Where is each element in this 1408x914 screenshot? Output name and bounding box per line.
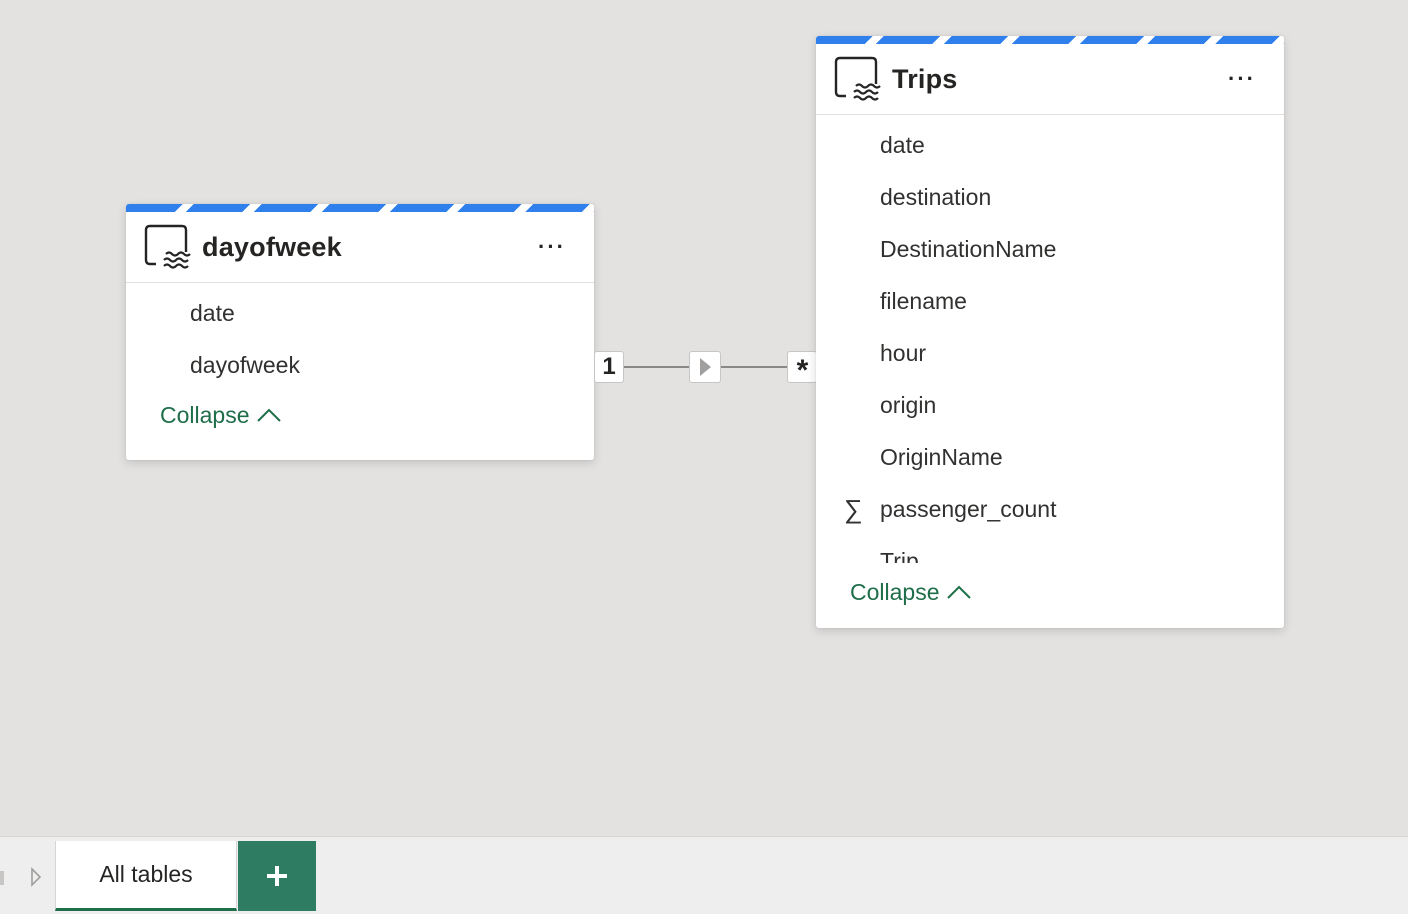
plus-icon bbox=[267, 866, 287, 886]
table-header[interactable]: Trips ··· bbox=[816, 44, 1284, 115]
field-name: DestinationName bbox=[880, 235, 1057, 262]
table-header[interactable]: dayofweek ··· bbox=[126, 212, 594, 283]
field-list: date dayofweek bbox=[126, 283, 594, 391]
lakehouse-table-icon bbox=[144, 224, 191, 269]
field-list[interactable]: date destination DestinationName filenam… bbox=[816, 115, 1284, 564]
field-name: Trip bbox=[880, 547, 919, 564]
table-card-trips[interactable]: Trips ··· date destination DestinationNa… bbox=[816, 36, 1284, 628]
tab-all-tables[interactable]: All tables bbox=[55, 841, 237, 911]
field-row[interactable]: ∑ passenger_count bbox=[816, 483, 1284, 535]
chevron-up-icon bbox=[946, 585, 971, 599]
table-card-dayofweek[interactable]: dayofweek ··· date dayofweek Collapse bbox=[126, 204, 594, 460]
lakehouse-table-icon bbox=[834, 56, 881, 101]
scroll-right-icon[interactable] bbox=[30, 867, 42, 887]
collapse-label: Collapse bbox=[850, 578, 940, 605]
field-row[interactable]: origin bbox=[816, 379, 1284, 431]
layout-tab-bar: All tables bbox=[0, 836, 1408, 914]
right-arrow-icon bbox=[700, 358, 711, 376]
collapse-button[interactable]: Collapse bbox=[126, 391, 594, 435]
tab-label: All tables bbox=[99, 861, 193, 887]
cardinality-one-label: 1 bbox=[602, 353, 616, 380]
field-name: dayofweek bbox=[190, 351, 300, 378]
field-row[interactable]: filename bbox=[816, 275, 1284, 327]
add-layout-button[interactable] bbox=[238, 841, 316, 911]
table-title: Trips bbox=[892, 63, 958, 94]
field-name: filename bbox=[880, 287, 967, 314]
field-row[interactable]: hour bbox=[816, 327, 1284, 379]
table-header-stripe bbox=[126, 204, 594, 212]
filter-direction-arrow[interactable] bbox=[689, 351, 721, 383]
field-name: origin bbox=[880, 391, 937, 418]
table-header-stripe bbox=[816, 36, 1284, 44]
model-canvas[interactable]: dayofweek ··· date dayofweek Collapse 1 … bbox=[0, 0, 1408, 836]
collapse-button[interactable]: Collapse bbox=[816, 563, 1284, 625]
more-options-icon[interactable]: ··· bbox=[538, 234, 566, 259]
field-name: destination bbox=[880, 183, 992, 210]
field-name: hour bbox=[880, 339, 927, 366]
field-row[interactable]: destination bbox=[816, 171, 1284, 223]
collapse-label: Collapse bbox=[160, 401, 250, 428]
sigma-icon: ∑ bbox=[844, 493, 863, 524]
field-name: passenger_count bbox=[880, 495, 1057, 522]
cardinality-many-badge: * bbox=[787, 351, 817, 387]
field-name: date bbox=[880, 131, 925, 158]
field-row[interactable]: Trip bbox=[816, 535, 1284, 564]
scroll-left-button[interactable] bbox=[0, 871, 4, 885]
field-row[interactable]: DestinationName bbox=[816, 223, 1284, 275]
cardinality-many-label: * bbox=[796, 354, 809, 387]
field-name: OriginName bbox=[880, 443, 1003, 470]
field-row[interactable]: dayofweek bbox=[126, 339, 594, 391]
cardinality-one-badge: 1 bbox=[594, 351, 624, 383]
table-title: dayofweek bbox=[202, 231, 342, 262]
chevron-up-icon bbox=[256, 408, 281, 422]
field-row[interactable]: OriginName bbox=[816, 431, 1284, 483]
field-row[interactable]: date bbox=[816, 119, 1284, 171]
field-name: date bbox=[190, 299, 235, 326]
field-row[interactable]: date bbox=[126, 287, 594, 339]
more-options-icon[interactable]: ··· bbox=[1228, 66, 1256, 91]
